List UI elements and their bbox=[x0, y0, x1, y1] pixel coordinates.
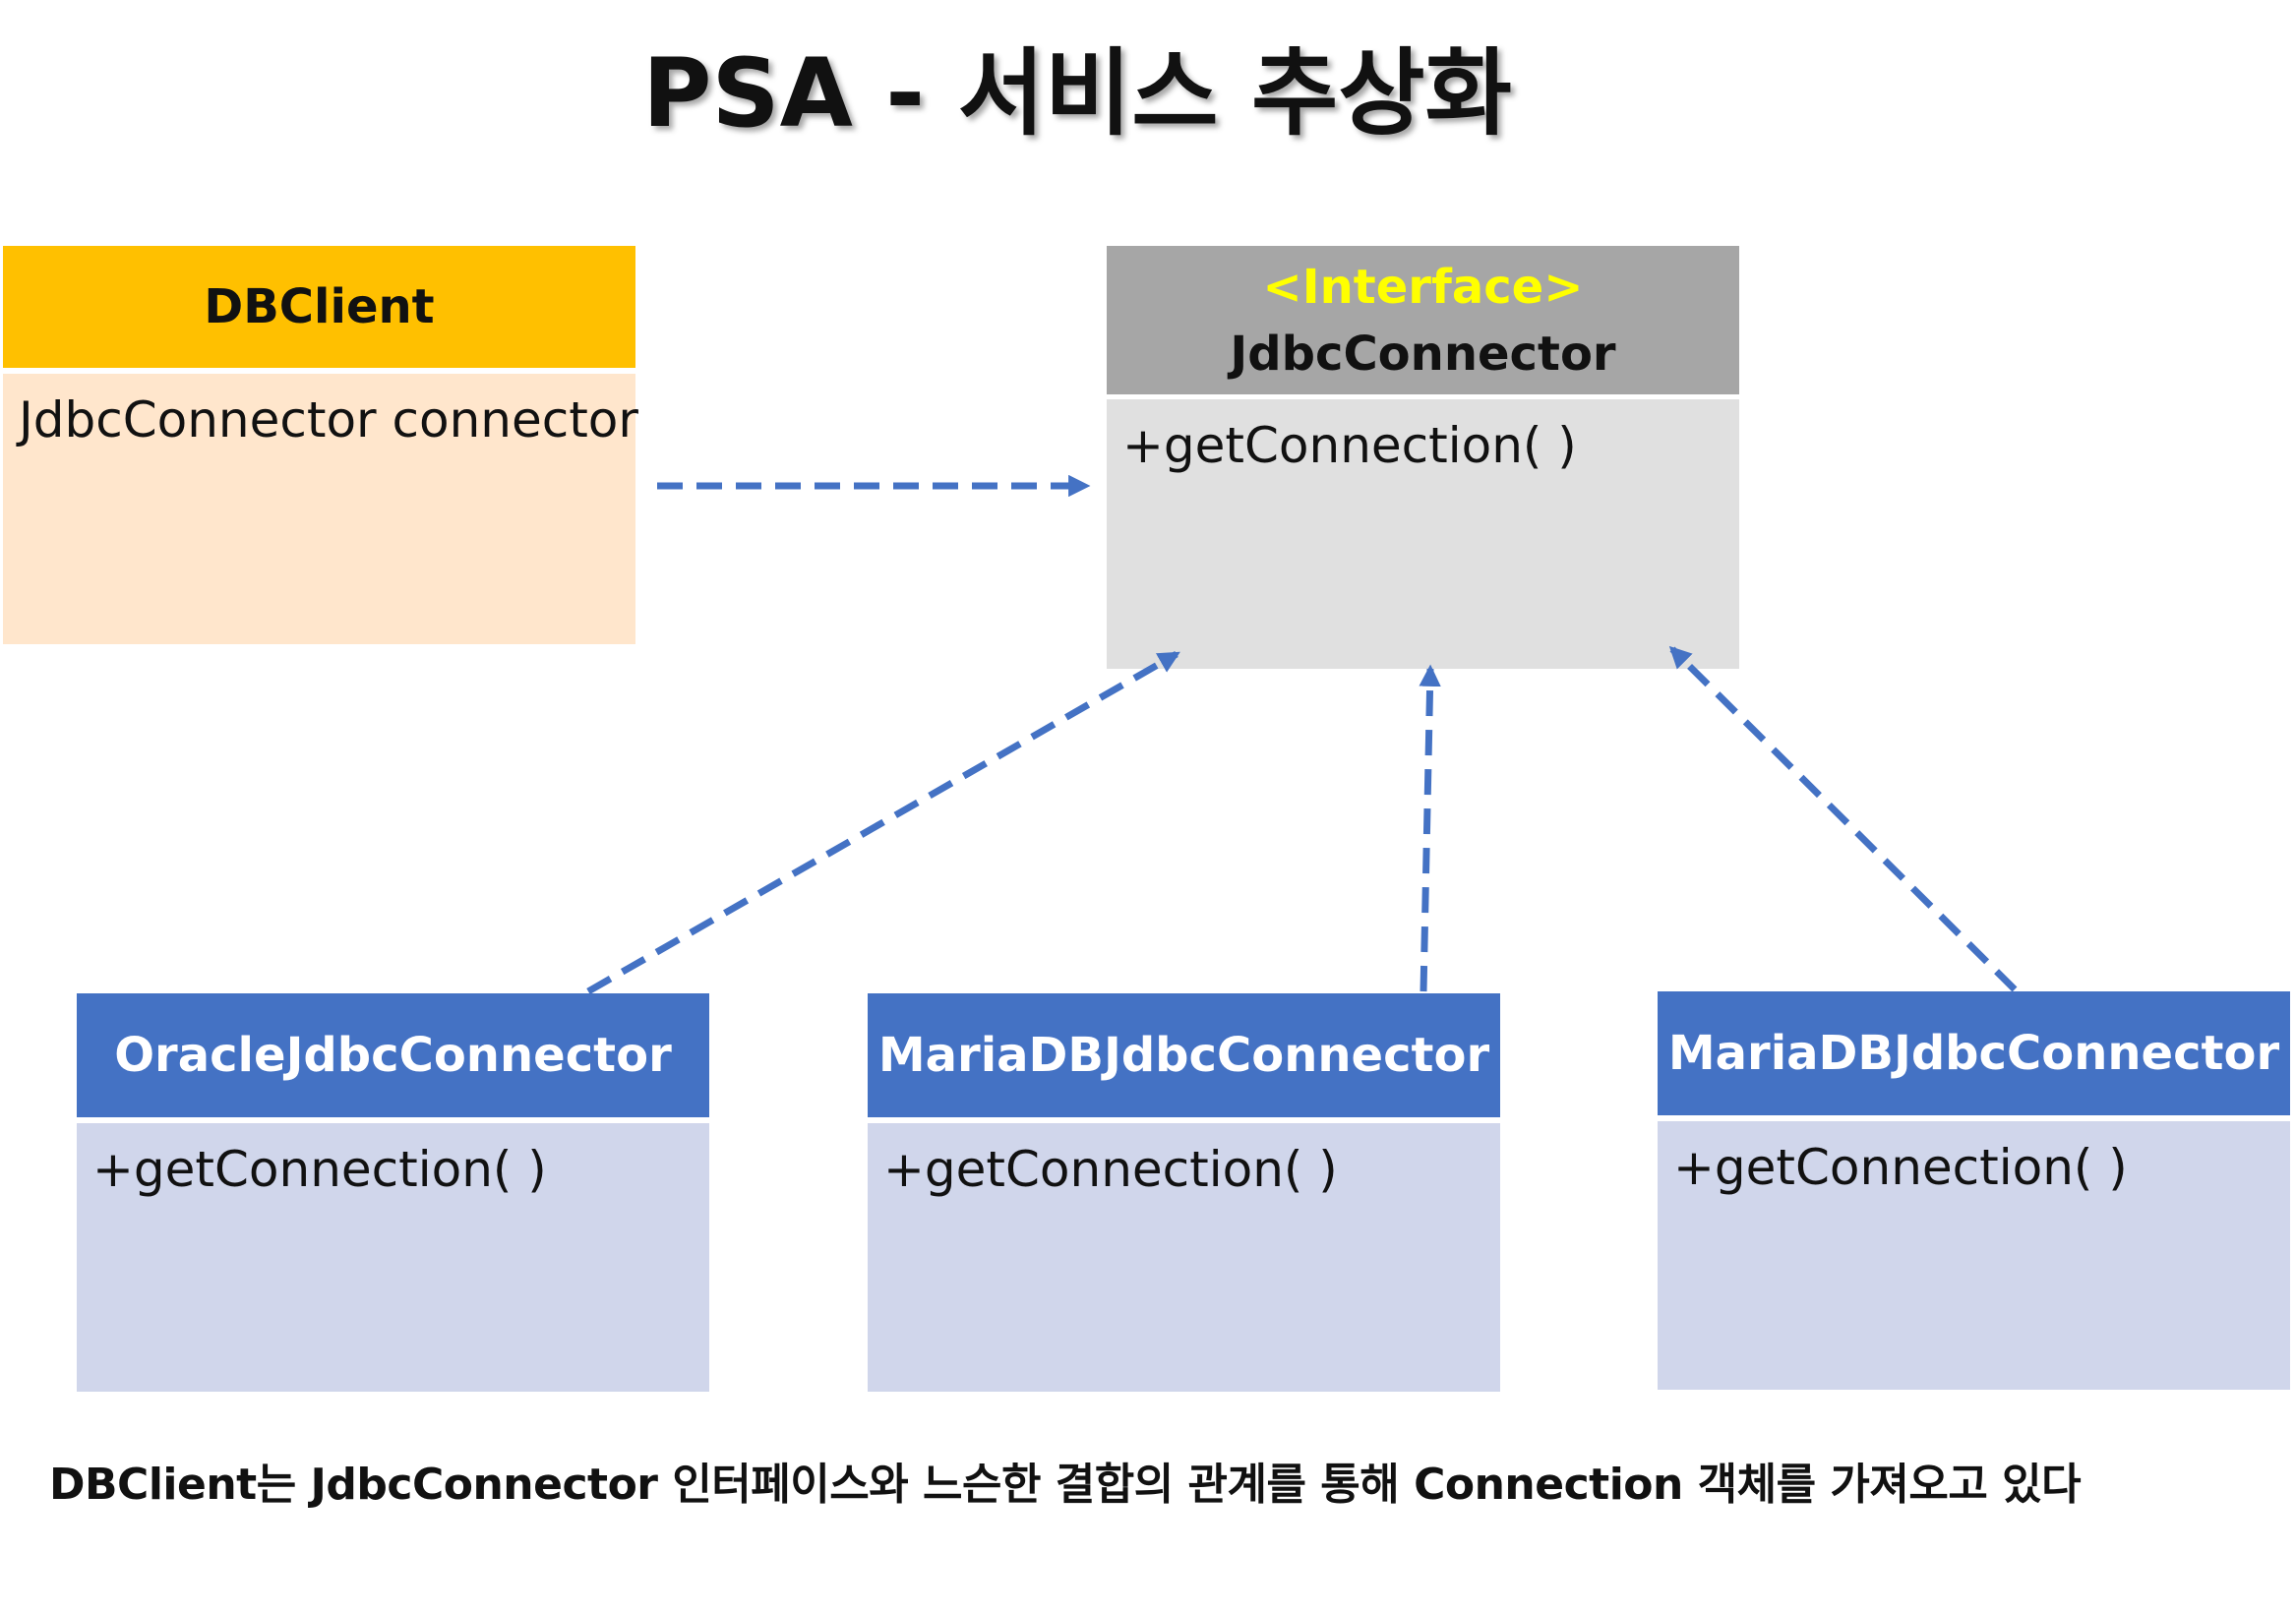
dbclient-field: JdbcConnector connector bbox=[19, 391, 638, 448]
realization-arrow-mariadb-1 bbox=[1419, 664, 1441, 992]
jdbcconnector-interface-box[interactable]: <Interface> JdbcConnector +getConnection… bbox=[1107, 246, 1739, 669]
impl-body: +getConnection( ) bbox=[868, 1123, 1500, 1392]
mariadb-connector-box-2[interactable]: MariaDBJdbcConnector +getConnection( ) bbox=[1658, 991, 2290, 1390]
dbclient-class-header: DBClient bbox=[3, 246, 635, 368]
realization-arrow-oracle bbox=[586, 650, 1180, 995]
dbclient-class-body: JdbcConnector connector bbox=[3, 374, 638, 644]
impl-class-name: OracleJdbcConnector bbox=[114, 1028, 672, 1083]
interface-name: JdbcConnector bbox=[1230, 326, 1616, 382]
impl-class-name: MariaDBJdbcConnector bbox=[1667, 1026, 2280, 1081]
interface-stereotype: <Interface> bbox=[1262, 259, 1584, 315]
interface-header: <Interface> JdbcConnector bbox=[1107, 246, 1739, 394]
impl-method: +getConnection( ) bbox=[92, 1141, 547, 1198]
impl-header: OracleJdbcConnector bbox=[77, 993, 709, 1117]
impl-method: +getConnection( ) bbox=[883, 1141, 1338, 1198]
diagram-caption: DBClient는 JdbcConnector 인터페이스와 느슨한 결합의 관… bbox=[49, 1460, 2082, 1510]
impl-body: +getConnection( ) bbox=[1658, 1121, 2290, 1390]
dbclient-class-name: DBClient bbox=[204, 279, 435, 334]
impl-header: MariaDBJdbcConnector bbox=[868, 993, 1500, 1117]
interface-body: +getConnection( ) bbox=[1107, 399, 1739, 669]
realization-arrow-mariadb-2 bbox=[1668, 645, 2018, 992]
impl-class-name: MariaDBJdbcConnector bbox=[877, 1028, 1490, 1083]
interface-method: +getConnection( ) bbox=[1122, 417, 1577, 474]
impl-body: +getConnection( ) bbox=[77, 1123, 709, 1392]
mariadb-connector-box-1[interactable]: MariaDBJdbcConnector +getConnection( ) bbox=[868, 993, 1500, 1392]
oracle-connector-box[interactable]: OracleJdbcConnector +getConnection( ) bbox=[77, 993, 709, 1392]
impl-header: MariaDBJdbcConnector bbox=[1658, 991, 2290, 1115]
dbclient-class-box[interactable]: DBClient JdbcConnector connector bbox=[3, 246, 638, 644]
page-title: PSA - 서비스 추상화 bbox=[642, 38, 1512, 149]
impl-method: +getConnection( ) bbox=[1673, 1139, 2128, 1196]
